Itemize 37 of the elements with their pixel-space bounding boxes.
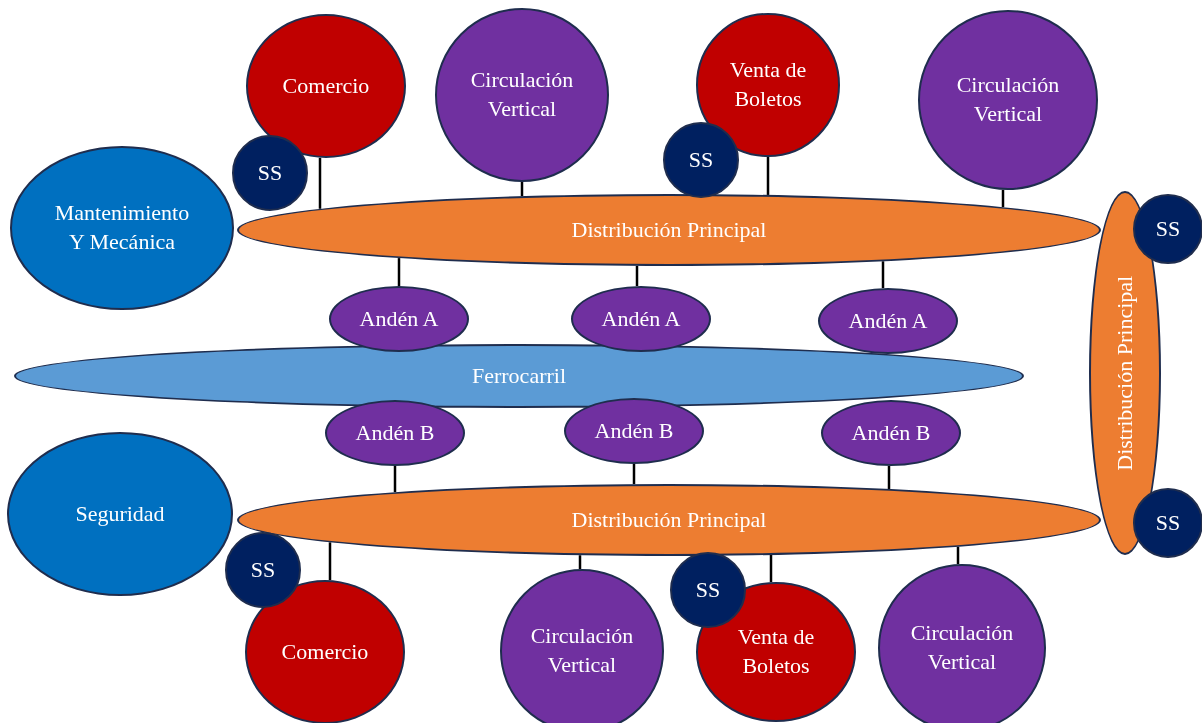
zone-label: Circulación Vertical <box>469 66 575 123</box>
zone-label: Andén A <box>359 304 439 333</box>
zone-label: Circulación Vertical <box>955 71 1061 128</box>
zone-label: SS <box>250 555 276 584</box>
zone-label: Andén A <box>601 304 681 333</box>
zone-label: Comercio <box>282 71 370 100</box>
zone-label: SS <box>695 575 721 604</box>
zone-label: Distribución Principal <box>1110 275 1138 471</box>
zone-label: Andén B <box>355 418 435 447</box>
zone-ellipse <box>232 135 308 211</box>
connector-line <box>393 466 397 493</box>
zone-label: Venta de Boletos <box>728 56 808 113</box>
connector-line <box>318 157 322 209</box>
zone-label: Circulación Vertical <box>529 622 635 679</box>
zone-label: Distribución Principal <box>571 505 767 534</box>
zone-label: Distribución Principal <box>571 215 767 244</box>
zone-label: Seguridad <box>75 499 165 528</box>
zone-label: Ferrocarril <box>471 361 567 390</box>
zone-label: SS <box>688 145 714 174</box>
zone-label: SS <box>1155 508 1181 537</box>
zone-label: SS <box>257 158 283 187</box>
connector-line <box>766 157 770 195</box>
connector-line <box>769 555 773 583</box>
zone-label: Andén B <box>851 418 931 447</box>
connector-line <box>632 464 636 485</box>
zone-label: Circulación Vertical <box>909 619 1015 676</box>
zone-label: Comercio <box>281 637 369 666</box>
zone-label: Andén A <box>848 306 928 335</box>
zone-label: Andén B <box>594 416 674 445</box>
zone-label: Mantenimiento Y Mecánica <box>53 199 191 256</box>
zone-label: Venta de Boletos <box>736 623 816 680</box>
connector-line <box>881 261 885 289</box>
connector-line <box>328 542 332 581</box>
connector-line <box>397 258 401 286</box>
connector-line <box>635 265 639 287</box>
connector-line <box>887 466 891 489</box>
zone-label: SS <box>1155 214 1181 243</box>
